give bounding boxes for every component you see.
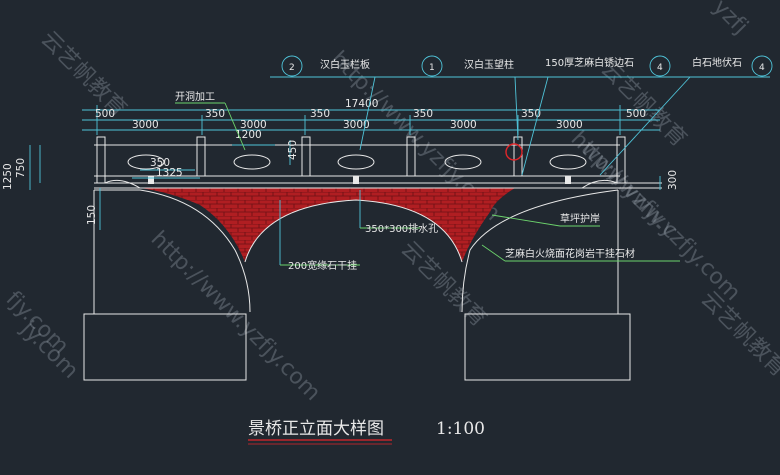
watermark-brand-3: 云艺帆教育: [396, 237, 491, 332]
dim-350-b: 350: [310, 108, 330, 120]
drawing-scale: 1:100: [436, 419, 485, 439]
callout-circle-4b: [751, 55, 773, 77]
watermark-brand-4: 云艺帆教育: [696, 287, 780, 382]
dimension-lines: [29, 105, 661, 230]
label-opening: 开洞加工: [175, 91, 215, 103]
dim-total: 17400: [345, 98, 378, 110]
callout-circle-4a: [649, 55, 671, 77]
dim-150: 150: [86, 205, 98, 225]
dim-450: 450: [287, 140, 299, 160]
label-edge-stone-hang: 200宽缘石干挂: [288, 259, 357, 272]
dim-3000-b: 3000: [240, 119, 267, 131]
dim-500-right: 500: [626, 108, 646, 120]
dim-350-d: 350: [521, 108, 541, 120]
dim-3000-d: 3000: [450, 119, 477, 131]
dim-350-c: 350: [413, 108, 433, 120]
callout-circle-1: [421, 55, 443, 77]
highlight-marker: [505, 143, 523, 161]
dim-1200: 1200: [235, 129, 262, 141]
watermark-brand-1: 云艺帆教育: [36, 27, 131, 122]
callout-num-2: 2: [289, 63, 295, 73]
dim-300: 300: [667, 170, 679, 190]
railing-structure: [94, 136, 662, 189]
callout-railing-post: 汉白玉望柱: [464, 58, 514, 71]
callouts: 2 汉白玉栏板 1 汉白玉望柱 150厚芝麻白锈边石 4 白石地伏石 4: [270, 55, 773, 176]
drawing-title-block: 景桥正立面大样图 1:100: [248, 419, 485, 445]
dim-350-a: 350: [205, 108, 225, 120]
callout-edge-stone: 150厚芝麻白锈边石: [545, 56, 634, 69]
annotations: 开洞加工 350*300排水孔 200宽缘石干挂 草坪护岸 芝麻白火烧面花岗岩干…: [175, 91, 680, 272]
label-drain-hole: 350*300排水孔: [365, 222, 438, 235]
dim-350-small: 350: [150, 157, 170, 169]
callout-num-4b: 4: [759, 63, 765, 73]
watermark-fragment-1: yzfj: [708, 0, 753, 39]
dim-500-left: 500: [95, 108, 115, 120]
callout-num-1: 1: [429, 63, 435, 73]
label-granite-cladding: 芝麻白火烧面花岗岩干挂石材: [505, 247, 635, 260]
dim-3000-e: 3000: [556, 119, 583, 131]
dim-1250: 1250: [2, 163, 14, 190]
dimension-labels: 17400 500 350 350 350 350 500 3000 3000 …: [2, 98, 679, 225]
abutments: [83, 189, 631, 381]
label-lawn-revetment: 草坪护岸: [560, 212, 600, 225]
callout-circle-2: [281, 55, 303, 77]
callout-ground-stone: 白石地伏石: [692, 56, 742, 69]
callout-railing-panel: 汉白玉栏板: [320, 58, 370, 71]
watermark-brand-2: 云艺帆教育: [596, 57, 691, 152]
dim-1325: 1325: [156, 167, 183, 179]
dim-750: 750: [15, 158, 27, 178]
right-footing: [464, 313, 631, 381]
callout-num-4a: 4: [657, 63, 663, 73]
arch-brick-fill: [140, 188, 515, 262]
drawing-title: 景桥正立面大样图: [248, 419, 384, 439]
dim-3000-c: 3000: [343, 119, 370, 131]
drain-holes: [148, 176, 571, 184]
left-footing: [83, 313, 247, 381]
dim-3000-a: 3000: [132, 119, 159, 131]
watermark-url-2: http://www.yzfjy.com: [146, 227, 325, 406]
